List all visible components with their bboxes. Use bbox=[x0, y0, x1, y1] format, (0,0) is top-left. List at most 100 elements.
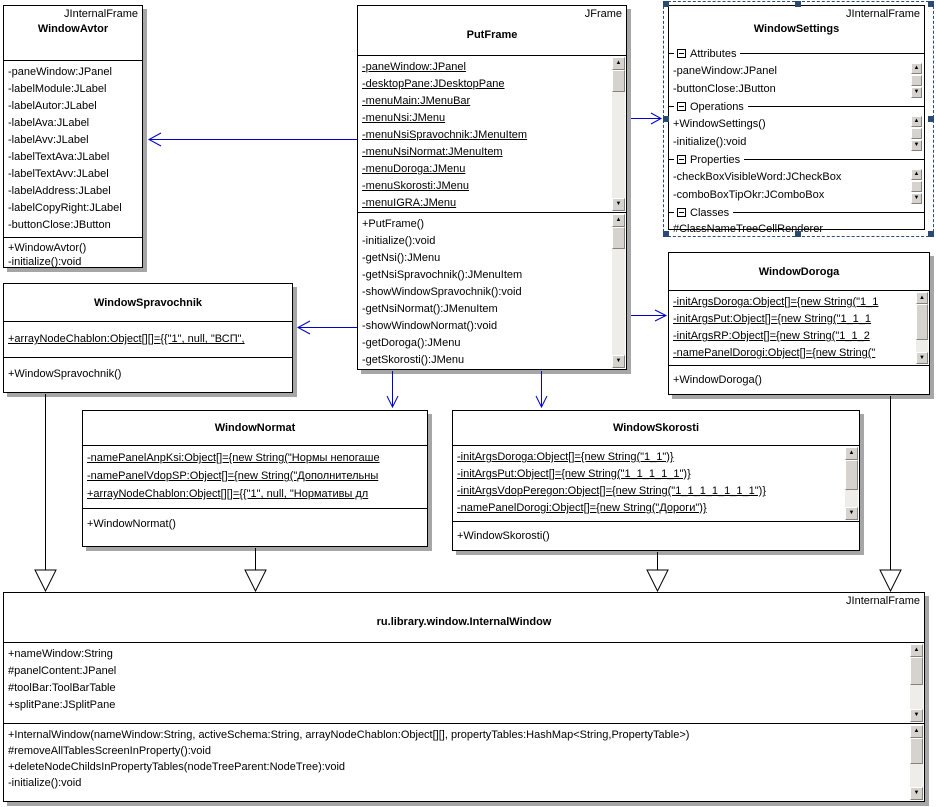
class-title-internalwindow: JInternalFrame ru.library.window.Interna… bbox=[4, 593, 924, 643]
attribute-row: -initArgsDoroga:Object[]={new String("1_… bbox=[457, 451, 674, 463]
selection-handle[interactable] bbox=[928, 116, 934, 122]
attribute-row: -menuNsiSpravochnik:JMenuItem bbox=[362, 129, 528, 141]
scroll-up-icon[interactable]: ▲ bbox=[916, 292, 928, 304]
attribute-row: -paneWindow:JPanel bbox=[8, 66, 112, 78]
operation-row: -initialize():void bbox=[8, 777, 82, 789]
scroll-down-icon[interactable]: ▼ bbox=[911, 87, 922, 98]
association-putframe-windowskorosti[interactable] bbox=[535, 371, 548, 409]
scroll-up-icon[interactable]: ▲ bbox=[911, 169, 922, 180]
operation-row: +WindowNormat() bbox=[87, 518, 176, 530]
class-name: WindowNormat bbox=[214, 422, 296, 434]
attributes-rows: -paneWindow:JPanel -buttonClose:JButton … bbox=[669, 61, 924, 99]
attribute-row: -initArgsPut:Object[]={new String("1_1_1… bbox=[457, 468, 691, 480]
scroll-up-icon[interactable]: ▲ bbox=[911, 63, 922, 74]
selection-handle[interactable] bbox=[663, 1, 669, 7]
generalization-windownormat-internalwindow[interactable] bbox=[244, 548, 267, 593]
attributes-scrollbar[interactable]: ▲ ▼ bbox=[845, 447, 858, 520]
scroll-down-icon[interactable]: ▼ bbox=[910, 787, 923, 800]
scroll-thumb[interactable] bbox=[911, 128, 922, 139]
scroll-up-icon[interactable]: ▲ bbox=[845, 447, 858, 460]
class-name: PutFrame bbox=[466, 29, 518, 41]
scroll-up-icon[interactable]: ▲ bbox=[910, 725, 923, 738]
scroll-down-icon[interactable]: ▼ bbox=[612, 355, 625, 368]
generalization-windowspravochnik-internalwindow[interactable] bbox=[34, 394, 57, 593]
operations-compartment: +PutFrame() -initialize():void -getNsi()… bbox=[358, 213, 626, 369]
mini-scrollbar[interactable]: ▲ ▼ bbox=[911, 63, 922, 99]
scroll-down-icon[interactable]: ▼ bbox=[845, 507, 858, 520]
section-label: Properties bbox=[690, 153, 741, 166]
selection-handle[interactable] bbox=[663, 231, 669, 237]
section-header-properties[interactable]: Properties bbox=[669, 152, 924, 167]
attribute-row: -initArgsRP:Object[]={new String("1_1_2 bbox=[673, 330, 870, 342]
attribute-row: +nameWindow:String bbox=[8, 648, 113, 660]
class-box-internalwindow[interactable]: JInternalFrame ru.library.window.Interna… bbox=[3, 592, 925, 802]
operation-row: +WindowSettings() bbox=[673, 118, 766, 130]
scroll-up-icon[interactable]: ▲ bbox=[612, 214, 625, 227]
scroll-thumb[interactable] bbox=[916, 304, 928, 340]
operations-scrollbar[interactable]: ▲ ▼ bbox=[612, 214, 625, 368]
attribute-row: #toolBar:ToolBarTable bbox=[8, 682, 116, 694]
section-header-attributes[interactable]: Attributes bbox=[669, 46, 924, 61]
scroll-up-icon[interactable]: ▲ bbox=[911, 116, 922, 127]
section-header-classes[interactable]: Classes bbox=[669, 205, 924, 220]
association-putframe-windownormat[interactable] bbox=[386, 371, 399, 409]
attribute-row: -labelAddress:JLabel bbox=[8, 185, 111, 197]
attribute-row: -buttonClose:JButton bbox=[673, 83, 776, 95]
selection-handle[interactable] bbox=[928, 231, 934, 237]
association-putframe-windowavtor[interactable] bbox=[147, 132, 357, 147]
scroll-down-icon[interactable]: ▼ bbox=[612, 198, 625, 211]
collapse-icon[interactable] bbox=[677, 102, 686, 111]
class-box-putframe[interactable]: JFrame PutFrame -paneWindow:JPanel -desk… bbox=[357, 5, 627, 370]
scroll-thumb[interactable] bbox=[911, 75, 922, 86]
class-name: WindowDoroga bbox=[758, 266, 840, 278]
class-box-windowsettings[interactable]: JInternalFrame WindowSettings Attributes… bbox=[668, 5, 925, 235]
class-box-windowdoroga[interactable]: WindowDoroga -initArgsDoroga:Object[]={n… bbox=[668, 252, 930, 395]
attribute-row: -menuNsiNormat:JMenuItem bbox=[362, 146, 503, 158]
collapse-icon[interactable] bbox=[677, 155, 686, 164]
scroll-thumb[interactable] bbox=[910, 738, 923, 764]
selection-handle[interactable] bbox=[928, 1, 934, 7]
class-box-windowavtor[interactable]: JInternalFrame WindowAvtor -paneWindow:J… bbox=[3, 5, 143, 268]
mini-scrollbar[interactable]: ▲ ▼ bbox=[911, 169, 922, 205]
attribute-row: +arrayNodeChablon:Object[][]={{"1", null… bbox=[8, 333, 245, 345]
operations-rows: +WindowSettings() -initialize():void ▲ ▼ bbox=[669, 114, 924, 152]
scroll-down-icon[interactable]: ▼ bbox=[911, 193, 922, 204]
operation-row: +WindowSkorosti() bbox=[457, 530, 550, 542]
scroll-thumb[interactable] bbox=[911, 181, 922, 192]
mini-scrollbar[interactable]: ▲ ▼ bbox=[911, 116, 922, 152]
scroll-thumb[interactable] bbox=[612, 70, 625, 92]
scroll-up-icon[interactable]: ▲ bbox=[612, 57, 625, 70]
collapse-icon[interactable] bbox=[677, 208, 686, 217]
attribute-row: -menuMain:JMenuBar bbox=[362, 95, 471, 107]
attributes-scrollbar[interactable]: ▲ ▼ bbox=[612, 57, 625, 211]
section-header-operations[interactable]: Operations bbox=[669, 99, 924, 114]
attribute-row: -paneWindow:JPanel bbox=[362, 61, 466, 73]
class-box-windownormat[interactable]: WindowNormat -namePanelAnpKsi:Object[]={… bbox=[82, 410, 428, 547]
selection-handle[interactable] bbox=[663, 116, 669, 122]
attribute-row: -labelModule:JLabel bbox=[8, 83, 107, 95]
association-putframe-windowsettings[interactable] bbox=[631, 112, 663, 125]
operations-compartment: +InternalWindow(nameWindow:String, activ… bbox=[4, 724, 924, 801]
scroll-thumb[interactable] bbox=[612, 227, 625, 249]
scroll-up-icon[interactable]: ▲ bbox=[910, 644, 923, 657]
attribute-row: -namePanelVdopSP:Object[]={new String("Д… bbox=[87, 470, 379, 482]
generalization-windowdoroga-internalwindow[interactable] bbox=[879, 396, 902, 593]
scroll-down-icon[interactable]: ▼ bbox=[911, 140, 922, 151]
scroll-thumb[interactable] bbox=[845, 460, 858, 490]
scroll-down-icon[interactable]: ▼ bbox=[916, 352, 928, 364]
generalization-windowskorosti-internalwindow[interactable] bbox=[646, 552, 669, 593]
operations-scrollbar[interactable]: ▲ ▼ bbox=[910, 725, 923, 800]
attributes-scrollbar[interactable]: ▲ ▼ bbox=[916, 292, 928, 364]
collapse-icon[interactable] bbox=[677, 49, 686, 58]
operation-row: -initialize():void bbox=[8, 256, 82, 267]
selection-handle[interactable] bbox=[795, 1, 801, 7]
scroll-down-icon[interactable]: ▼ bbox=[910, 709, 923, 722]
scroll-thumb[interactable] bbox=[910, 657, 923, 685]
class-box-windowskorosti[interactable]: WindowSkorosti -initArgsDoroga:Object[]=… bbox=[452, 410, 860, 551]
attributes-scrollbar[interactable]: ▲ ▼ bbox=[910, 644, 923, 722]
selection-handle[interactable] bbox=[795, 231, 801, 237]
class-box-windowspravochnik[interactable]: WindowSpravochnik +arrayNodeChablon:Obje… bbox=[3, 283, 293, 393]
attributes-compartment: +arrayNodeChablon:Object[][]={{"1", null… bbox=[4, 322, 292, 358]
association-putframe-windowspravochnik[interactable] bbox=[296, 320, 357, 335]
association-putframe-windowdoroga[interactable] bbox=[631, 309, 668, 322]
